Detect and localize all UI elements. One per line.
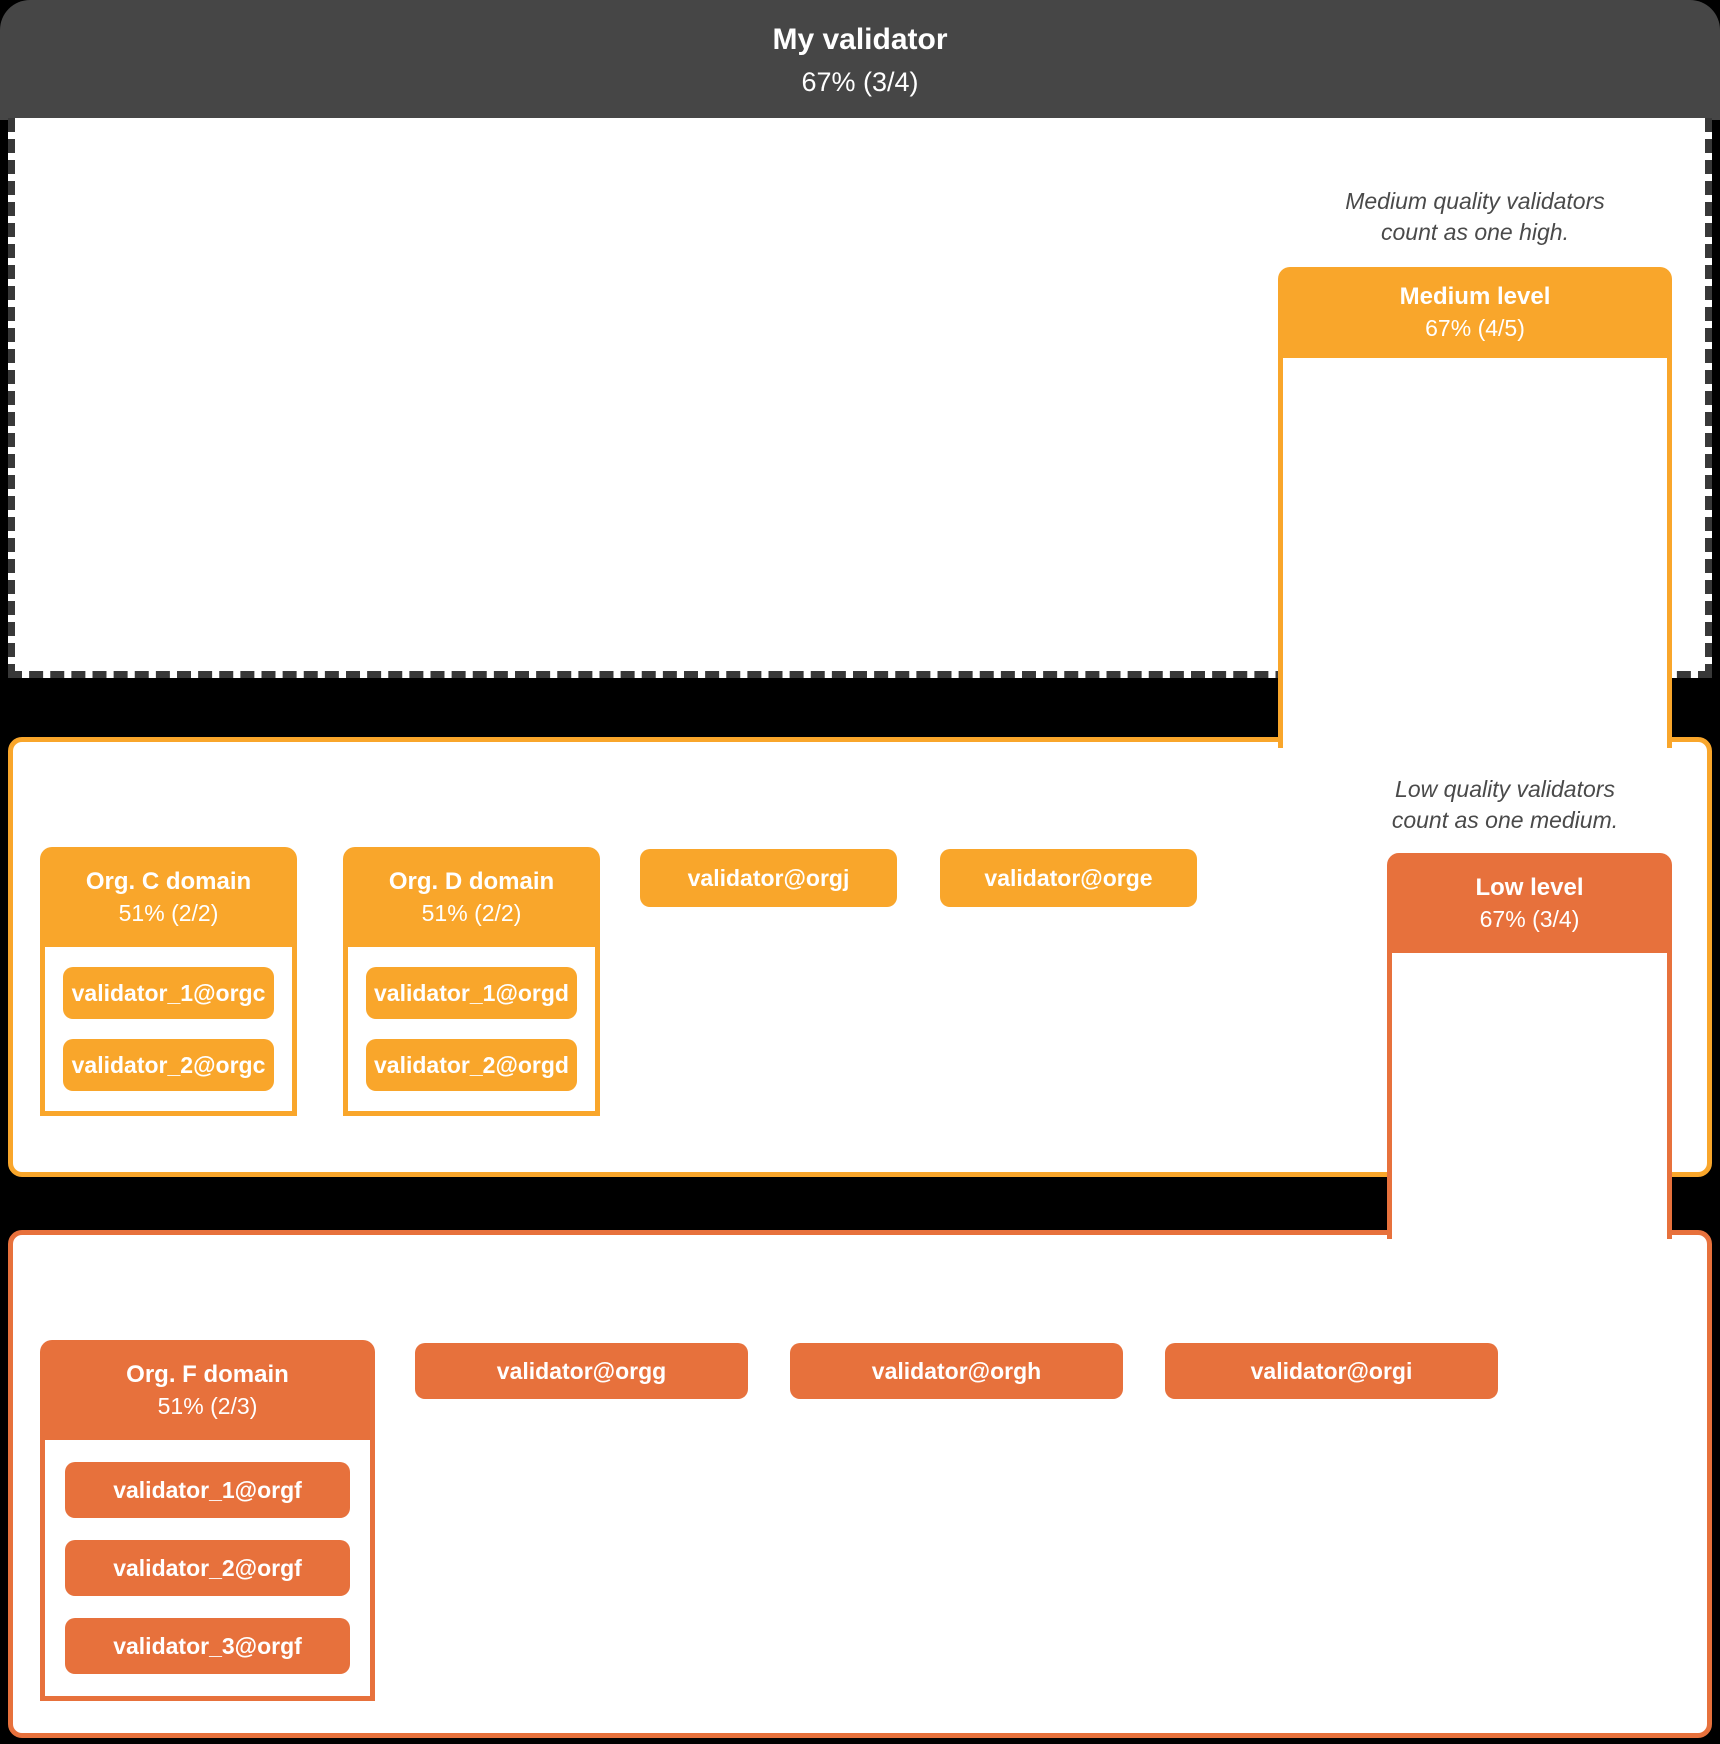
org-d-name: Org. D domain: [388, 867, 555, 895]
validator-pill: validator_2@orgc: [63, 1039, 274, 1091]
validator-orgj-pill: validator@orgj: [640, 849, 897, 907]
medium-level-quorum: 67% (4/5): [1425, 315, 1525, 341]
validator-orge-pill: validator@orge: [940, 849, 1197, 907]
low-counts-note: Low quality validators count as one medi…: [1295, 774, 1715, 836]
org-d-quorum: 51% (2/2): [421, 899, 522, 926]
org-c-quorum: 51% (2/2): [118, 899, 219, 926]
low-level-connector: [1387, 950, 1672, 1239]
validator-pill: validator_3@orgf: [65, 1618, 350, 1674]
org-f-quorum: 51% (2/3): [157, 1392, 258, 1419]
org-f-body: validator_1@orgf validator_2@orgf valida…: [40, 1440, 375, 1701]
validator-orgi-pill: validator@orgi: [1165, 1343, 1498, 1399]
low-counts-note-line2: count as one medium.: [1391, 807, 1619, 833]
low-level-title: Low level: [1475, 873, 1584, 901]
validator-pill: validator_1@orgf: [65, 1462, 350, 1518]
medium-counts-note-line2: count as one high.: [1381, 219, 1569, 245]
medium-counts-note-line1: Medium quality validators: [1345, 188, 1605, 214]
org-c-header: Org. C domain 51% (2/2): [40, 847, 297, 947]
root-validator-header: My validator 67% (3/4): [0, 0, 1720, 120]
validator-pill: validator_1@orgc: [63, 967, 274, 1019]
org-f-name: Org. F domain: [126, 1360, 289, 1388]
root-validator-title: My validator: [772, 22, 948, 56]
low-level-header: Low level 67% (3/4): [1387, 853, 1672, 953]
validator-orgh-pill: validator@orgh: [790, 1343, 1123, 1399]
org-c-name: Org. C domain: [85, 867, 252, 895]
org-d-body: validator_1@orgd validator_2@orgd: [343, 947, 600, 1116]
org-c-card: Org. C domain 51% (2/2) validator_1@orgc…: [40, 847, 297, 1116]
low-counts-note-line1: Low quality validators: [1395, 776, 1615, 802]
org-f-header: Org. F domain 51% (2/3): [40, 1340, 375, 1440]
medium-level-title: Medium level: [1399, 283, 1551, 310]
org-d-card: Org. D domain 51% (2/2) validator_1@orgd…: [343, 847, 600, 1116]
org-c-body: validator_1@orgc validator_2@orgc: [40, 947, 297, 1116]
medium-level-header: Medium level 67% (4/5): [1278, 267, 1672, 358]
validator-orgg-pill: validator@orgg: [415, 1343, 748, 1399]
validator-pill: validator_2@orgf: [65, 1540, 350, 1596]
validator-pill: validator_2@orgd: [366, 1039, 577, 1091]
org-f-card: Org. F domain 51% (2/3) validator_1@orgf…: [40, 1340, 375, 1701]
validator-pill: validator_1@orgd: [366, 967, 577, 1019]
medium-counts-note: Medium quality validators count as one h…: [1180, 186, 1720, 248]
root-validator-quorum: 67% (3/4): [801, 66, 919, 97]
low-level-quorum: 67% (3/4): [1479, 905, 1580, 932]
medium-level-connector: [1278, 356, 1672, 748]
org-d-header: Org. D domain 51% (2/2): [343, 847, 600, 947]
